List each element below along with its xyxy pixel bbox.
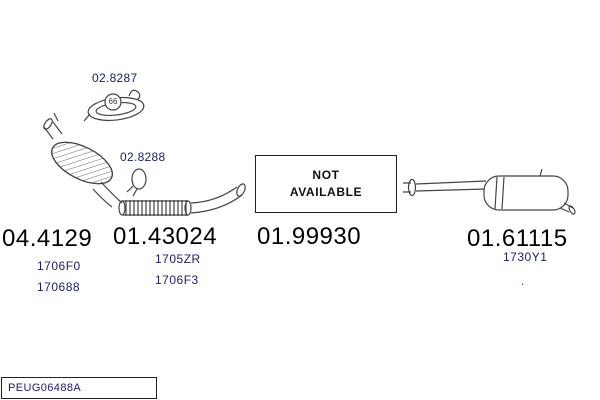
not-available-line2: AVAILABLE bbox=[289, 185, 363, 199]
clamp-top-badge: 66 bbox=[108, 97, 118, 106]
ref-1730Y1: 1730Y1 bbox=[503, 250, 548, 264]
pipe-clamp-icon bbox=[126, 168, 147, 197]
clamp-mid-label: 02.8288 bbox=[120, 150, 166, 164]
not-available-line1: NOT bbox=[312, 168, 340, 182]
ref-1706F3: 1706F3 bbox=[155, 273, 199, 287]
part-number-01-43024: 01.43024 bbox=[113, 223, 218, 250]
rear-muffler-drawing bbox=[403, 168, 576, 215]
ref-dot: . bbox=[521, 274, 525, 288]
clamp-top-label: 02.8287 bbox=[92, 71, 138, 85]
not-available-box: NOT AVAILABLE bbox=[255, 155, 397, 213]
part-number-01-99930: 01.99930 bbox=[257, 223, 362, 250]
part-number-04-4129: 04.4129 bbox=[2, 225, 93, 252]
ref-170688: 170688 bbox=[37, 280, 81, 294]
flex-pipe-drawing bbox=[118, 183, 246, 216]
ref-1706F0: 1706F0 bbox=[37, 259, 81, 273]
exhaust-mount-clamp-icon bbox=[83, 89, 145, 122]
catalog-code-box: PEUG06488A bbox=[1, 377, 157, 399]
catalytic-converter-drawing bbox=[43, 112, 123, 208]
part-number-01-61115: 01.61115 bbox=[467, 225, 568, 252]
ref-1705ZR: 1705ZR bbox=[155, 252, 201, 266]
catalog-code: PEUG06488A bbox=[8, 382, 82, 394]
